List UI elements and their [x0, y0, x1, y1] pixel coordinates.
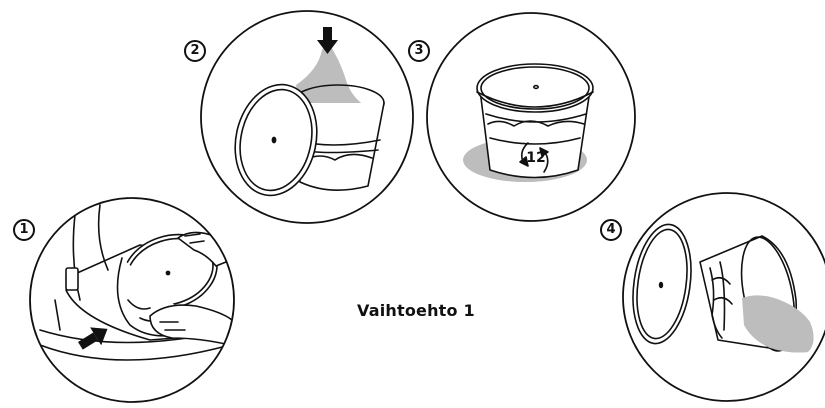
step-3-illustration: 12	[427, 13, 635, 221]
step-3-number-badge: 3	[408, 40, 430, 62]
step-4-illustration	[623, 193, 825, 401]
option-caption: Vaihtoehto 1	[357, 301, 475, 320]
step-1-number-badge: 1	[13, 219, 35, 241]
rotation-count-label: 12	[526, 150, 545, 166]
step-4-number-badge: 4	[600, 219, 622, 241]
step-2-number-badge: 2	[184, 40, 206, 62]
step-2-illustration	[201, 11, 413, 223]
step-1-illustration	[30, 198, 234, 402]
